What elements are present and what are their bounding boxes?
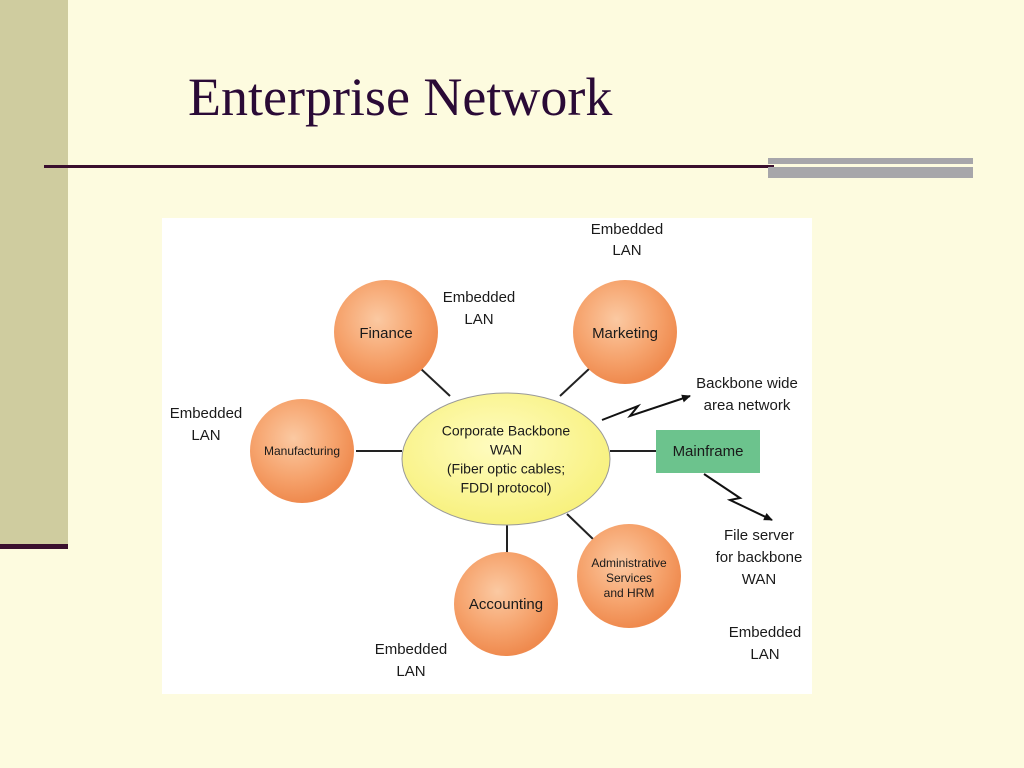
embedded-lan-label-accounting: LAN [396, 663, 425, 680]
manufacturing-label: Manufacturing [264, 444, 340, 458]
title-divider-accent [768, 158, 973, 178]
mainframe-label: Mainframe [673, 443, 744, 460]
accounting-label: Accounting [469, 596, 543, 613]
network-diagram: Finance Marketing Manufacturing Accounti… [162, 218, 812, 694]
embedded-lan-label-admin: LAN [750, 646, 779, 663]
file-server-label-line2: for backbone [716, 549, 803, 566]
admin-label-line2: Services [606, 571, 652, 585]
finance-label: Finance [359, 325, 412, 342]
finance-node [334, 280, 438, 384]
embedded-lan-label-finance: LAN [464, 311, 493, 328]
backbone-label-line1: Corporate Backbone [442, 423, 571, 439]
backbone-label-line2: WAN [490, 442, 522, 458]
backbone-label-line3: (Fiber optic cables; [447, 461, 565, 477]
admin-label-line3: and HRM [604, 586, 655, 600]
accounting-node [454, 552, 558, 656]
admin-node [577, 524, 681, 628]
network-diagram-svg: Finance Marketing Manufacturing Accounti… [170, 221, 803, 680]
link-finance [419, 367, 451, 397]
embedded-lan-label-manufacturing: Embedded [170, 405, 243, 422]
embedded-lan-label-admin: Embedded [729, 624, 802, 641]
backbone-wan-label-line1: Backbone wide [696, 375, 798, 392]
admin-label-line1: Administrative [591, 556, 667, 570]
backbone-wan-label-line2: area network [704, 397, 791, 414]
left-accent-underline [0, 544, 68, 549]
mainframe-node [656, 430, 760, 473]
backbone-node [401, 392, 611, 526]
slide-title: Enterprise Network [188, 67, 613, 127]
embedded-lan-label-finance: Embedded [443, 289, 516, 306]
file-server-link [703, 473, 773, 521]
backbone-wan-link [601, 394, 691, 421]
file-server-label-line1: File server [724, 527, 794, 544]
marketing-label: Marketing [592, 325, 658, 342]
title-divider [44, 165, 774, 168]
manufacturing-node [250, 399, 354, 503]
backbone-label-line4: FDDI protocol) [460, 480, 551, 496]
link-admin [566, 513, 595, 541]
embedded-lan-label-manufacturing: LAN [191, 427, 220, 444]
embedded-lan-label-top: LAN [612, 242, 641, 259]
file-server-label-line3: WAN [742, 571, 776, 588]
marketing-node [573, 280, 677, 384]
left-accent-bar [0, 0, 68, 548]
link-marketing [559, 367, 591, 397]
embedded-lan-label-top: Embedded [591, 221, 664, 238]
embedded-lan-label-accounting: Embedded [375, 641, 448, 658]
